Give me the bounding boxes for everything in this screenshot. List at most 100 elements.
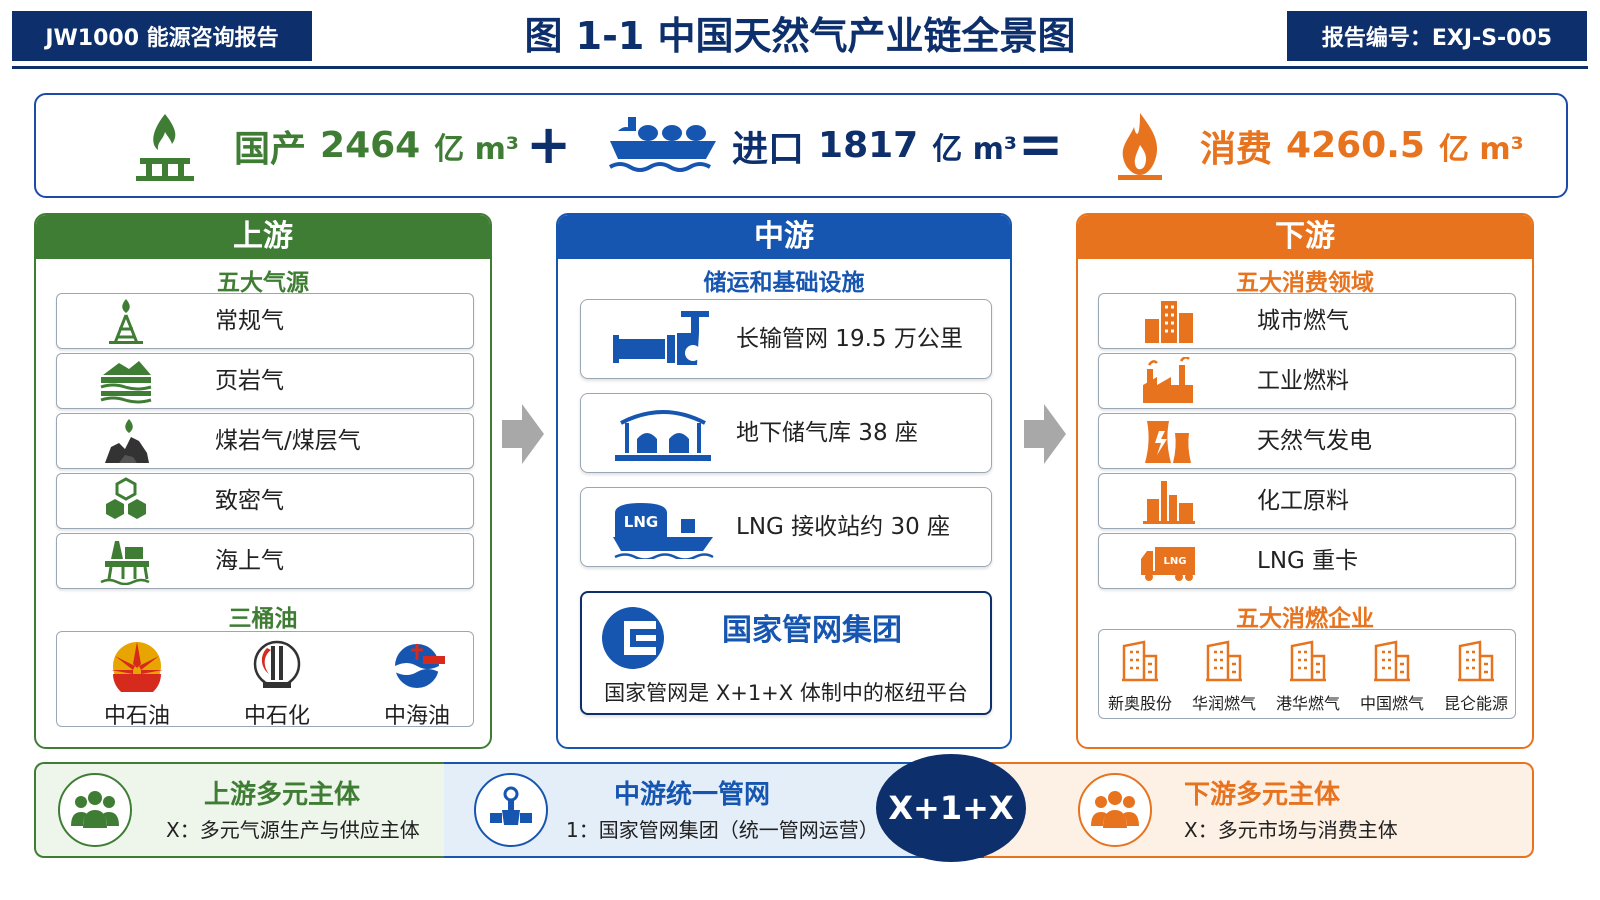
lng-truck-icon: LNG	[1141, 547, 1195, 581]
city-buildings-icon	[1145, 301, 1193, 343]
plus-sign: +	[526, 113, 572, 176]
shale-layers-icon	[100, 361, 152, 404]
infrastructure-label: LNG 接收站约 30 座	[736, 514, 951, 540]
consumption-sectors-title: 五大消费领域	[1236, 270, 1374, 296]
flow-arrow-icon	[502, 404, 544, 464]
consumption-value: 4260.5	[1286, 125, 1425, 166]
sector-label: 化工原料	[1257, 488, 1349, 514]
sector-row: 城市燃气	[1098, 293, 1516, 349]
source-label: 海上气	[215, 548, 284, 574]
gas-sources-title: 五大气源	[217, 270, 309, 296]
downstream-header: 下游	[1078, 215, 1532, 259]
midstream-header: 中游	[558, 215, 1010, 259]
building-icon	[1206, 640, 1242, 682]
flow-arrow-icon	[1024, 404, 1066, 464]
domestic-production: 国产 2464 亿 m³	[132, 95, 519, 196]
midstream-network-text: 1：国家管网集团（统一管网运营）	[566, 818, 879, 842]
people-group-icon	[1091, 791, 1139, 828]
enterprise-item: 昆仑能源	[1435, 640, 1517, 714]
building-icon	[1290, 640, 1326, 682]
sector-label: 天然气发电	[1257, 428, 1372, 454]
upstream-entities-title: 上游多元主体	[204, 780, 361, 810]
sector-row: 工业燃料	[1098, 353, 1516, 409]
source-label: 页岩气	[215, 368, 284, 394]
sector-row: LNG LNG 重卡	[1098, 533, 1516, 589]
infrastructure-title: 储运和基础设施	[703, 270, 865, 296]
source-row: 煤岩气/煤层气	[56, 413, 474, 469]
midstream-panel: 中游 储运和基础设施 长输管网 19.5 万公里 地下储气库 38 座 LNG	[556, 213, 1012, 749]
source-row: 页岩气	[56, 353, 474, 409]
major-item: 中石化	[227, 638, 327, 730]
underground-storage-icon	[615, 410, 711, 461]
group-icon-wrap	[1078, 773, 1152, 847]
majors-title: 三桶油	[228, 606, 298, 632]
major-item: 中海油	[367, 638, 467, 730]
building-icon	[1122, 640, 1158, 682]
lng-carrier-icon: LNG	[613, 503, 714, 559]
pipeline-valve-icon	[613, 311, 709, 365]
building-icon	[1458, 640, 1494, 682]
cnooc-logo	[395, 644, 445, 688]
source-label: 致密气	[215, 488, 284, 514]
sector-label: 工业燃料	[1257, 368, 1349, 394]
hexagon-cluster-icon	[106, 477, 146, 519]
page-title: 图 1-1 中国天然气产业链全景图	[524, 14, 1076, 58]
pipechina-logo	[602, 607, 664, 669]
upstream-header: 上游	[36, 215, 490, 259]
consumption-unit: 亿 m³	[1438, 131, 1524, 167]
pipechina-card: 国家管网集团 国家管网是 X+1+X 体制中的枢纽平台	[580, 591, 992, 715]
enterprise-label: 中国燃气	[1359, 694, 1424, 713]
pipechina-description: 国家管网是 X+1+X 体制中的枢纽平台	[604, 681, 968, 705]
downstream-entities-text: X：多元市场与消费主体	[1184, 818, 1398, 842]
consumption-label: 消费	[1200, 128, 1273, 170]
enterprise-item: 中国燃气	[1351, 640, 1433, 714]
majors-box: 中石油 中石化 中海油	[56, 631, 474, 730]
imports-unit: 亿 m³	[932, 131, 1018, 167]
gas-flame-plant-icon	[136, 113, 194, 181]
imports-value: 1817	[818, 125, 919, 166]
sinopec-logo	[253, 640, 301, 688]
downstream-panel: 下游 五大消费领域 城市燃气 工业燃料 天然气发电	[1076, 213, 1534, 749]
sector-row: 化工原料	[1098, 473, 1516, 529]
source-label: 常规气	[215, 308, 284, 334]
enterprise-label: 昆仑能源	[1443, 694, 1508, 713]
group-icon-wrap	[58, 773, 132, 847]
sector-label: 城市燃气	[1257, 308, 1349, 334]
header-divider	[12, 66, 1588, 69]
x1x-system-badge: X+1+X	[876, 754, 1026, 862]
lng-tanker-icon	[608, 116, 716, 172]
enterprises-box: 新奥股份 华润燃气 港华燃气 中国燃气 昆仑能源	[1098, 629, 1516, 719]
enterprise-label: 港华燃气	[1275, 694, 1340, 713]
enterprise-item: 港华燃气	[1267, 640, 1349, 714]
consumption: 消费 4260.5 亿 m³	[1112, 95, 1524, 196]
sector-row: 天然气发电	[1098, 413, 1516, 469]
power-plant-icon	[1145, 421, 1191, 463]
domestic-value: 2464	[320, 125, 421, 166]
enterprise-item: 新奥股份	[1099, 640, 1181, 714]
valve-icon-wrap	[474, 773, 548, 847]
major-label: 中石油	[103, 704, 170, 729]
imports: 进口 1817 亿 m³	[608, 95, 1017, 196]
enterprises-title: 五大消燃企业	[1236, 606, 1374, 632]
equals-sign: =	[1018, 113, 1064, 176]
offshore-platform-icon	[100, 541, 150, 585]
report-number-badge: 报告编号：EXJ-S-005	[1287, 11, 1587, 61]
people-group-icon	[71, 791, 119, 828]
lng-truck-badge: LNG	[1164, 556, 1187, 567]
infrastructure-row: 地下储气库 38 座	[580, 393, 992, 473]
infrastructure-row: 长输管网 19.5 万公里	[580, 299, 992, 379]
major-label: 中石化	[243, 704, 310, 729]
enterprise-label: 华润燃气	[1191, 694, 1256, 713]
domestic-label: 国产	[234, 128, 307, 170]
cnpc-logo	[111, 642, 163, 698]
infrastructure-row: LNG LNG 接收站约 30 座	[580, 487, 992, 567]
coal-pile-icon	[105, 419, 149, 463]
report-series-badge: JW1000 能源咨询报告	[12, 11, 312, 61]
midstream-network-title: 中游统一管网	[614, 780, 771, 810]
enterprise-label: 新奥股份	[1107, 694, 1172, 713]
upstream-entities-band: 上游多元主体 X：多元气源生产与供应主体	[34, 762, 444, 858]
major-item: 中石油	[87, 638, 187, 730]
lng-badge: LNG	[624, 513, 658, 531]
pipechina-name: 国家管网集团	[722, 613, 902, 648]
infrastructure-label: 地下储气库 38 座	[736, 420, 918, 446]
